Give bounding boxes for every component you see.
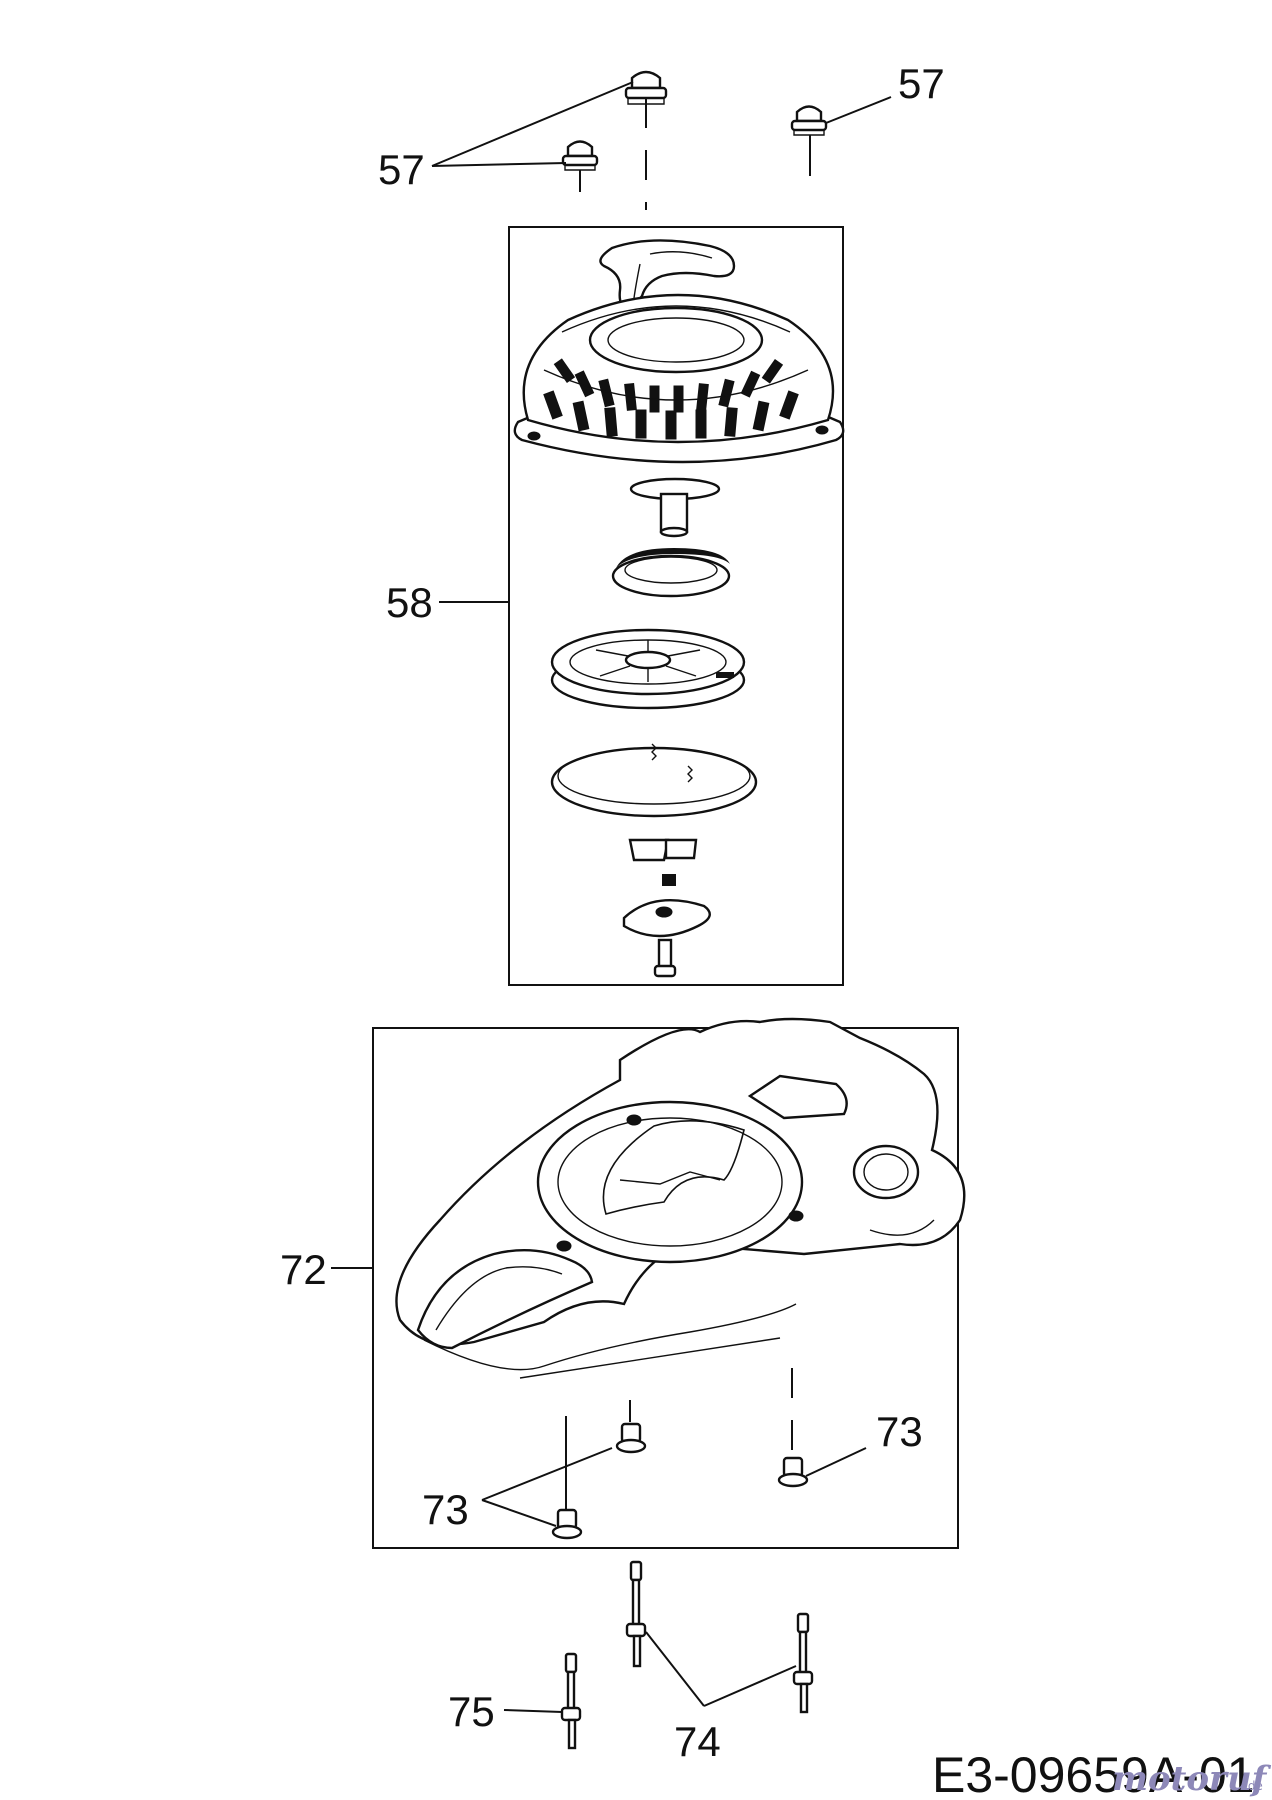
stud-74-right [792,1612,814,1714]
callout-72: 72 [280,1246,327,1293]
callout-73-left: 73 [422,1486,469,1533]
blower-housing-frame [372,1027,959,1549]
leader-74-b [703,1665,797,1707]
callout-74: 74 [674,1718,721,1765]
ratchet-ring-illustration [550,743,758,818]
leader-74-a [645,1631,705,1707]
watermark-brand: motoruf [1112,1759,1272,1799]
center-screw-illustration [653,938,677,978]
nut-57-right [790,105,828,136]
stud-75 [560,1652,582,1750]
grommet-73-left [551,1508,583,1540]
blower-housing-illustration [395,1017,966,1379]
ratchet-plate-illustration [622,899,711,938]
callout-73-right: 73 [876,1408,923,1455]
recoil-spring-illustration [611,548,731,598]
leader-73-right [805,1447,867,1477]
leader-57-left-b [431,162,567,167]
nut-57-left [561,140,599,171]
drawing-code: E3-09659A-01 [932,1747,1254,1800]
callout-75: 75 [448,1688,495,1735]
leader-57-right [825,96,892,124]
leader-73-left-b [481,1499,557,1527]
callout-58: 58 [386,579,433,626]
leader-57-left-a [431,81,634,167]
callout-57-right: 57 [898,60,945,107]
starter-cover-illustration [513,239,845,464]
rope-pulley-illustration [550,628,746,710]
leader-73-left-a [481,1447,613,1501]
nut-57-center [624,70,668,105]
watermark-suffix: .de [1244,1779,1263,1793]
recoil-starter-frame [508,226,844,986]
starter-shaft-plate-illustration [629,477,721,538]
stud-74-center [625,1560,647,1668]
callout-57-left: 57 [378,146,425,193]
grommet-73-center [615,1422,647,1454]
pawl-illustration [628,838,698,862]
grommet-73-right [777,1456,809,1488]
leader-75 [503,1709,563,1713]
small-spring-illustration [662,874,676,886]
